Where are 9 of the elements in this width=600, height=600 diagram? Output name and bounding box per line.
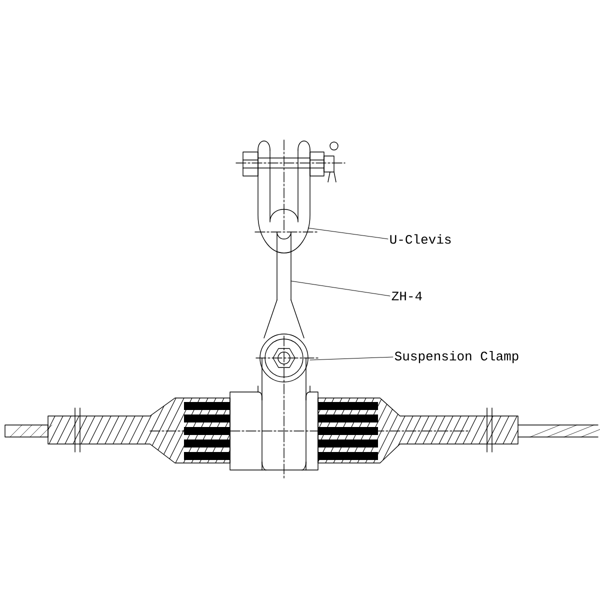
part-label: Suspension Clamp <box>394 350 518 364</box>
leader-line <box>308 228 388 240</box>
suspension-clamp-drawing <box>230 334 318 478</box>
part-label: U-Clevis <box>390 234 451 244</box>
leader-line <box>310 356 394 360</box>
leader-line <box>290 280 390 296</box>
link-plate-drawing <box>264 232 304 338</box>
clevis-drawing <box>236 140 346 254</box>
part-label: ZH-4 <box>392 292 422 300</box>
